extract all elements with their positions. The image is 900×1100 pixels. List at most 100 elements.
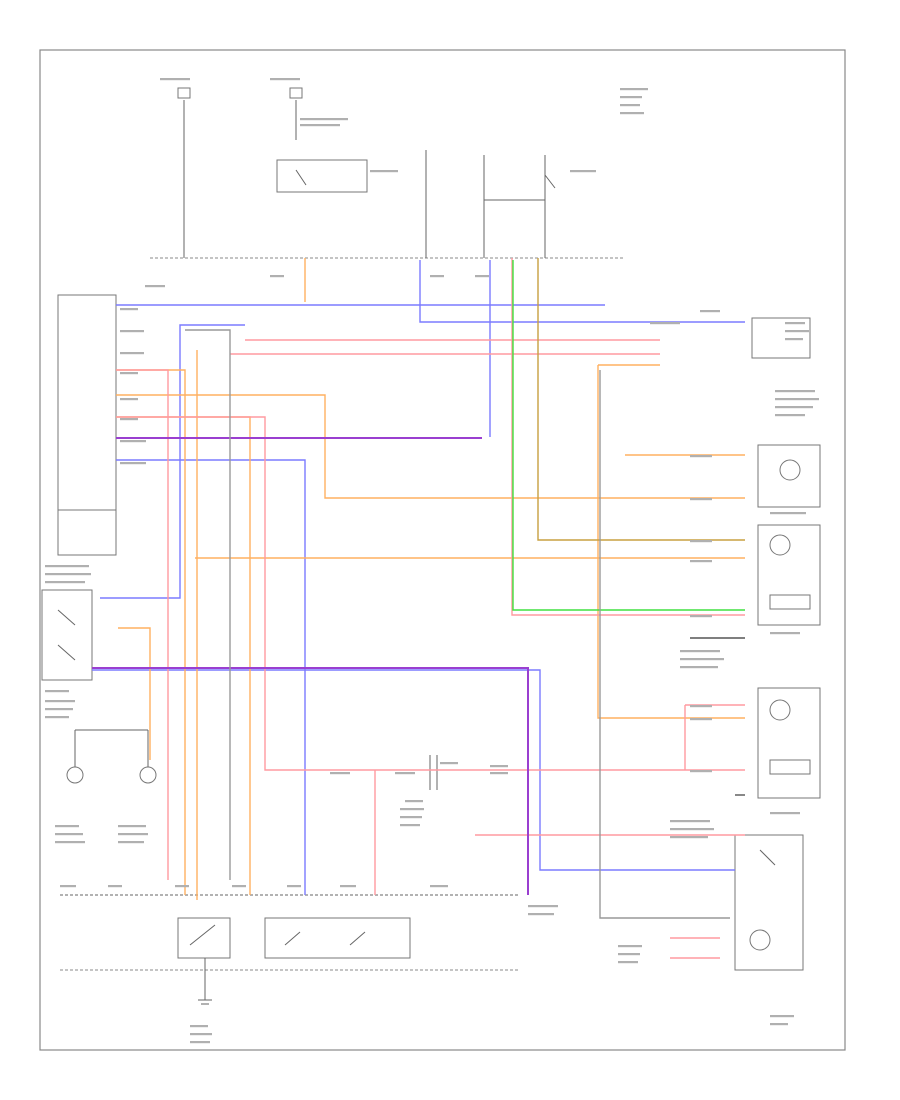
label-mark-78 — [232, 885, 246, 888]
label-mark-40 — [770, 632, 800, 635]
label-mark-27 — [775, 390, 815, 393]
label-mark-51 — [45, 690, 69, 693]
label-mark-30 — [775, 414, 805, 417]
label-mark-1 — [270, 78, 300, 81]
switch-block-top-right — [483, 155, 556, 258]
label-mark-5 — [620, 112, 644, 115]
label-mark-45 — [670, 820, 710, 823]
label-mark-12 — [430, 275, 444, 278]
label-marks — [45, 78, 819, 1044]
label-mark-60 — [118, 841, 144, 844]
wire-pink-20 — [511, 258, 745, 616]
label-mark-61 — [528, 905, 558, 908]
label-mark-34 — [690, 560, 712, 563]
label-mark-33 — [690, 540, 712, 543]
label-mark-83 — [395, 772, 415, 775]
label-mark-8 — [370, 170, 398, 173]
wire-blue-3 — [100, 324, 245, 599]
label-mark-59 — [118, 833, 148, 836]
wire-orange-7 — [116, 394, 745, 499]
label-mark-77 — [175, 885, 189, 888]
label-mark-75 — [60, 885, 76, 888]
label-mark-67 — [618, 945, 642, 948]
label-mark-21 — [120, 462, 146, 465]
label-mark-65 — [400, 816, 422, 819]
label-mark-13 — [475, 275, 489, 278]
label-mark-7 — [300, 124, 340, 127]
label-mark-23 — [700, 310, 720, 313]
label-mark-14 — [120, 308, 138, 311]
label-mark-74 — [190, 1041, 210, 1044]
label-mark-43 — [680, 658, 724, 661]
label-mark-56 — [55, 833, 83, 836]
label-mark-18 — [120, 398, 138, 401]
label-mark-26 — [785, 338, 803, 341]
label-mark-38 — [690, 770, 712, 773]
label-mark-22 — [650, 322, 680, 325]
label-mark-15 — [120, 330, 144, 333]
label-mark-73 — [190, 1033, 212, 1036]
wire-orange-14 — [118, 627, 151, 760]
label-mark-80 — [340, 885, 356, 888]
label-mark-42 — [680, 650, 720, 653]
label-mark-11 — [270, 275, 284, 278]
label-mark-81 — [430, 885, 448, 888]
lamp-left-2 — [139, 730, 157, 784]
wire-gray-29 — [185, 329, 231, 880]
label-mark-2 — [620, 88, 648, 91]
component-right-top — [751, 317, 811, 359]
label-mark-70 — [770, 1015, 794, 1018]
label-mark-47 — [670, 836, 708, 839]
label-mark-58 — [118, 825, 146, 828]
wire-tan-28 — [537, 258, 745, 541]
label-mark-48 — [45, 565, 89, 568]
relay-block-left — [41, 589, 93, 681]
label-mark-46 — [670, 828, 714, 831]
combination-switch-connector — [57, 294, 117, 556]
label-mark-72 — [190, 1025, 208, 1028]
label-mark-62 — [528, 913, 554, 916]
wire-purple-26 — [92, 667, 529, 895]
front-sidemarker-right — [757, 444, 821, 508]
wire-pink-15 — [116, 369, 169, 880]
label-mark-3 — [620, 96, 642, 99]
hot-feed-left — [177, 87, 191, 258]
label-mark-69 — [618, 961, 638, 964]
lamp-left-1 — [66, 730, 84, 784]
label-mark-82 — [330, 772, 350, 775]
label-mark-84 — [440, 762, 458, 765]
label-mark-16 — [120, 352, 144, 355]
label-mark-71 — [770, 1023, 788, 1026]
label-mark-31 — [690, 455, 712, 458]
dimmer-switch-block — [177, 917, 231, 959]
label-mark-41 — [770, 812, 800, 815]
headlight-right — [757, 524, 821, 626]
wire-harness — [92, 258, 745, 959]
label-mark-19 — [120, 418, 138, 421]
label-mark-63 — [405, 800, 423, 803]
wire-gray-30 — [599, 370, 730, 919]
headlight-left — [757, 687, 821, 799]
ground-symbol-bottom — [198, 958, 212, 1005]
hot-feed-center — [289, 87, 303, 140]
label-mark-76 — [108, 885, 122, 888]
wire-green-27 — [512, 260, 745, 611]
label-mark-20 — [120, 440, 146, 443]
label-mark-55 — [55, 825, 79, 828]
label-mark-64 — [400, 808, 424, 811]
switch-block-top-left — [276, 159, 368, 193]
wire-pink-18 — [116, 416, 745, 771]
label-mark-32 — [690, 498, 712, 501]
wire-orange-12 — [597, 364, 745, 719]
label-mark-57 — [55, 841, 85, 844]
wire-blue-1 — [419, 260, 745, 323]
label-mark-44 — [680, 666, 718, 669]
label-mark-17 — [120, 372, 138, 375]
label-mark-10 — [145, 285, 165, 288]
label-mark-35 — [690, 615, 712, 618]
label-mark-50 — [45, 581, 85, 584]
label-mark-66 — [400, 824, 420, 827]
foglight-right-bottom — [734, 834, 804, 971]
label-mark-9 — [570, 170, 596, 173]
